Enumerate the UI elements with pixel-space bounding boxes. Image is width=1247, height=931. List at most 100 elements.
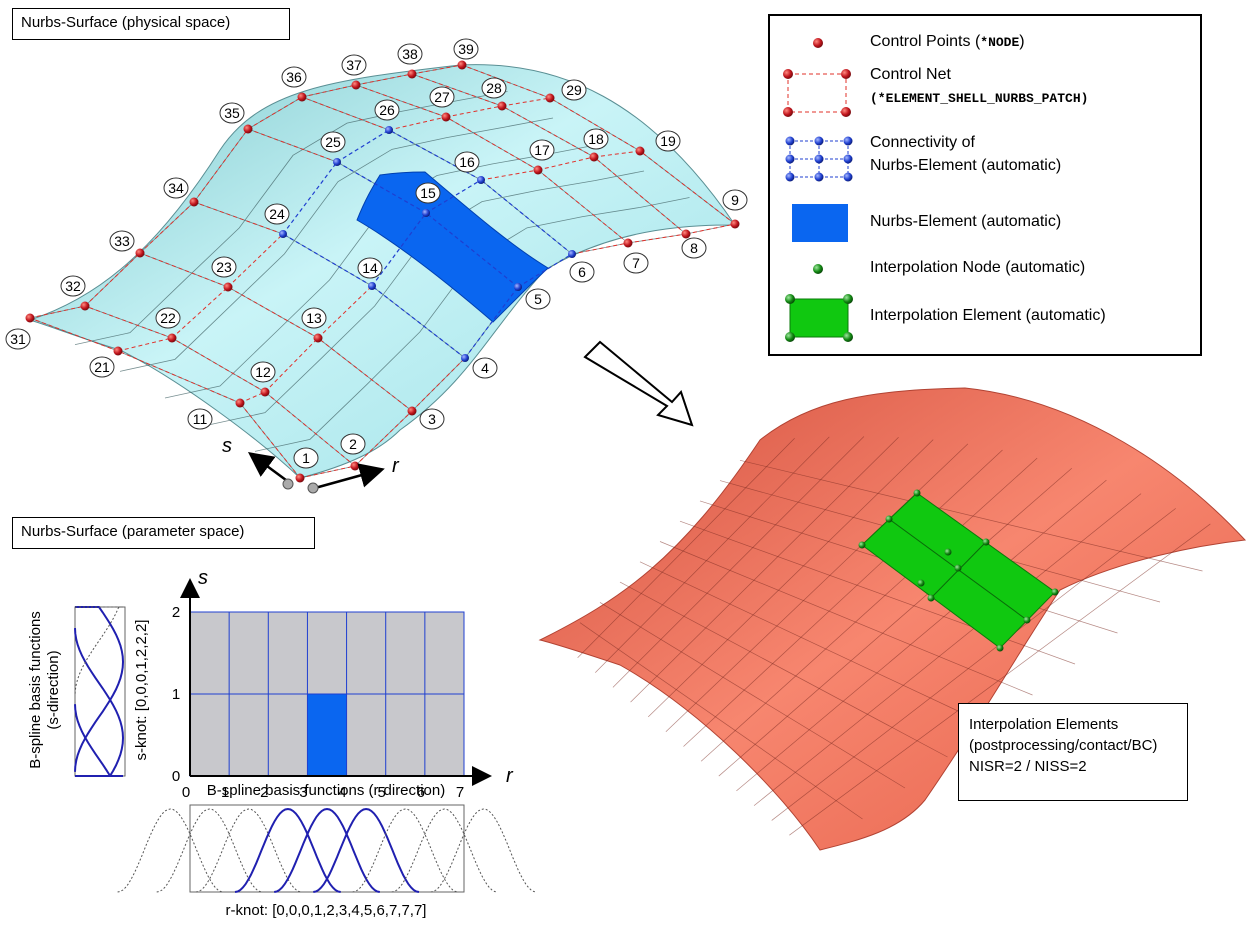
parameter-element-highlight [307,694,347,776]
control-point [223,282,233,292]
node-label-7: 7 [623,252,649,274]
connectivity-segment [282,233,373,287]
r-basis-curve-active [234,807,341,893]
connectivity-node [422,209,430,217]
r-basis-functions-plot [117,804,537,893]
control-net-segment [227,233,284,288]
control-net-segment [301,96,390,131]
control-point [407,406,417,416]
control-net-segment [411,64,463,75]
svg-text:2: 2 [349,436,357,452]
control-point [589,152,599,162]
svg-text:14: 14 [362,260,378,276]
svg-text:15: 15 [420,185,436,201]
interp-grid-line-s [679,520,1076,665]
control-net-segment [593,156,687,235]
nurbs-element-highlight [356,171,549,323]
control-net-segment [84,305,173,339]
svg-text:29: 29 [566,82,582,98]
node-label-11: 11 [187,408,213,430]
control-net-segment [627,233,687,244]
legend-control-net-icon [783,69,851,117]
node-label-32: 32 [60,275,86,297]
r-tick-label: 1 [221,784,229,801]
control-point [135,248,145,258]
control-net-segment [247,96,303,130]
control-point [623,238,633,248]
control-net-segment [317,285,373,339]
r-tick-label: 2 [260,784,268,801]
control-point [441,112,451,122]
surface-grid-line-r [119,117,554,372]
control-points [25,60,740,483]
control-net-segment [537,169,629,244]
interp-grid-line-s [659,541,1033,696]
s-basis-curve [74,606,123,696]
interpolation-node [1023,616,1031,624]
node-label-28: 28 [481,77,507,99]
legend-connectivity-icon [785,136,853,182]
control-point [235,398,245,408]
interpolation-node [982,538,990,546]
connectivity-segment [425,212,519,288]
r-basis-label: B-spline basis functions (r-direction) [207,782,445,799]
node-label-18: 18 [583,128,609,150]
node-label-1: 1 [293,447,319,469]
interp-grid-line-r [700,457,1038,762]
connectivity-segment [464,286,519,359]
connectivity-segment [517,253,573,288]
svg-text:18: 18 [588,131,604,147]
connectivity-node [279,230,287,238]
node-label-16: 16 [454,151,480,173]
interp-grid-line-r [753,493,1142,806]
control-net-segment [117,337,173,352]
svg-text:3: 3 [428,411,436,427]
interpolation-surface [538,387,1247,851]
node-label-8: 8 [681,237,707,259]
node-label-15: 15 [415,182,441,204]
node-label-26: 26 [374,99,400,121]
interpolation-node [944,548,952,556]
control-point [295,473,305,483]
r-tick-label: 6 [417,784,425,801]
node-label-19: 19 [655,130,681,152]
interpolation-nodes [858,489,1059,652]
control-net-segment [227,286,319,339]
connectivity-node [368,282,376,290]
legend-interp-node: Interpolation Node (automatic) [870,259,1086,276]
origin-dot-r [307,482,319,494]
interp-grid-line-s [639,561,991,727]
svg-text:11: 11 [193,411,208,427]
control-net-segment [411,73,503,107]
node-label-37: 37 [341,54,367,76]
control-point [350,461,360,471]
s-basis-functions-plot [74,606,126,777]
axis-label-r-physical: r [392,455,400,477]
svg-text:9: 9 [731,192,739,208]
control-point [25,313,35,323]
legend-control-point-icon [813,38,823,48]
interpolation-info-box: Interpolation Elements (postprocessing/c… [958,703,1188,801]
control-net-segment [247,128,338,163]
control-net-segment [29,317,119,352]
connectivity-node [461,354,469,362]
control-point [545,93,555,103]
interp-grid-line-r [718,467,1073,777]
interpolation-node [917,579,925,587]
node-label-21: 21 [89,356,115,378]
r-knot-label: r-knot: [0,0,0,1,2,3,4,5,6,7,7,7] [226,902,427,919]
legend-interp-node-icon [813,264,823,274]
interp-grid-line-r [771,508,1176,821]
transform-arrow [583,340,694,427]
control-net-segment [537,156,595,171]
control-net-segment [501,105,595,158]
svg-text:35: 35 [224,105,240,121]
node-label-27: 27 [429,86,455,108]
control-net-segment [639,150,736,225]
control-net-segment [445,105,503,118]
legend-interp-element: Interpolation Element (automatic) [870,307,1106,324]
svg-text:7: 7 [632,255,640,271]
control-point [407,69,417,79]
